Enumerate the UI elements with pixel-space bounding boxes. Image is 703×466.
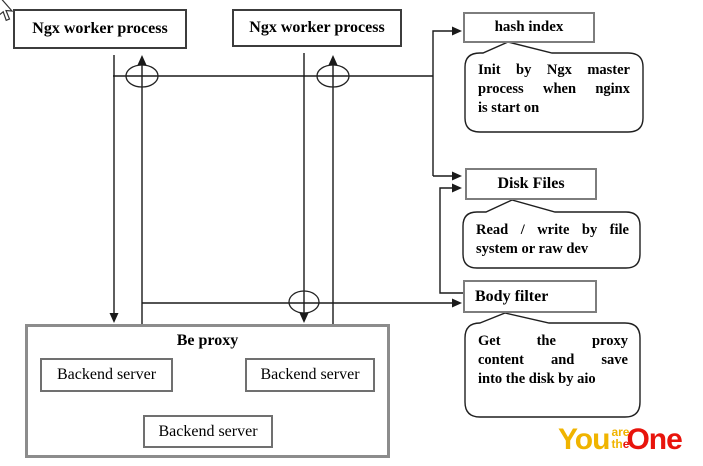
callout-line: process when nginx xyxy=(478,81,630,97)
be-proxy-title: Be proxy xyxy=(176,332,239,349)
arrow-into-body-filter-icon xyxy=(452,298,462,308)
body-to-disk-line xyxy=(439,187,463,294)
callout-line: Read / write by file xyxy=(476,222,629,238)
arrow-into-proxy-left-icon xyxy=(109,313,119,323)
logo-the: the xyxy=(611,437,630,451)
logo-are: are xyxy=(611,425,630,439)
callout-line: into the disk by aio xyxy=(478,371,596,387)
node-label: Backend server xyxy=(260,366,360,384)
callout-line: Init by Ngx master xyxy=(478,62,630,78)
callout-line: system or raw dev xyxy=(476,241,589,257)
node-ngx-worker-process-2: Ngx worker process xyxy=(232,9,402,47)
hash-index-branch-line xyxy=(432,30,453,176)
connector-lines xyxy=(113,30,463,325)
callout-line: content and save xyxy=(478,352,628,368)
node-label: hash index xyxy=(494,19,564,36)
callout-line: Get the proxy xyxy=(478,333,628,349)
crossing-hop-ellipses xyxy=(125,64,350,314)
node-label: Disk Files xyxy=(497,175,565,193)
logo-are-the: are the xyxy=(611,426,629,450)
node-label: Body filter xyxy=(475,287,549,305)
hash-index-callout-bubble xyxy=(464,41,644,133)
arrow-into-disk-files-icon xyxy=(452,171,462,181)
arrowheads xyxy=(109,26,462,323)
node-disk-files: Disk Files xyxy=(465,168,597,200)
node-backend-server-3: Backend server xyxy=(143,415,273,448)
disk-files-callout-bubble xyxy=(462,199,641,269)
node-body-filter: Body filter xyxy=(463,280,597,313)
body-filter-callout-text: Get the proxy content and save into the … xyxy=(478,332,628,389)
node-backend-server-1: Backend server xyxy=(40,358,173,392)
node-backend-server-2: Backend server xyxy=(245,358,375,392)
logo-you: You xyxy=(558,423,610,456)
node-ngx-worker-process-1: Ngx worker process xyxy=(13,9,187,49)
arrow-up-worker2-icon xyxy=(328,55,338,65)
speech-bubbles xyxy=(462,41,644,418)
arrow-into-disk-files-2-icon xyxy=(452,183,462,193)
callout-line: is start on xyxy=(478,100,540,116)
node-label: Backend server xyxy=(158,422,258,440)
you-are-the-one-logo: You are the One xyxy=(558,423,683,456)
logo-one: One xyxy=(626,423,682,456)
body-filter-callout-bubble xyxy=(464,312,641,418)
node-label: Backend server xyxy=(56,366,157,384)
node-label: Ngx worker process xyxy=(32,20,168,38)
arrow-up-worker1-icon xyxy=(137,55,147,65)
mouse-cursor-icon xyxy=(0,0,14,22)
arrow-into-proxy-right-icon xyxy=(299,313,309,323)
disk-files-callout-text: Read / write by file system or raw dev xyxy=(476,221,629,259)
node-hash-index: hash index xyxy=(463,12,595,43)
arrow-into-hash-index-icon xyxy=(452,26,462,36)
node-label: Ngx worker process xyxy=(249,19,385,37)
hash-index-callout-text: Init by Ngx master process when nginx is… xyxy=(478,61,630,118)
